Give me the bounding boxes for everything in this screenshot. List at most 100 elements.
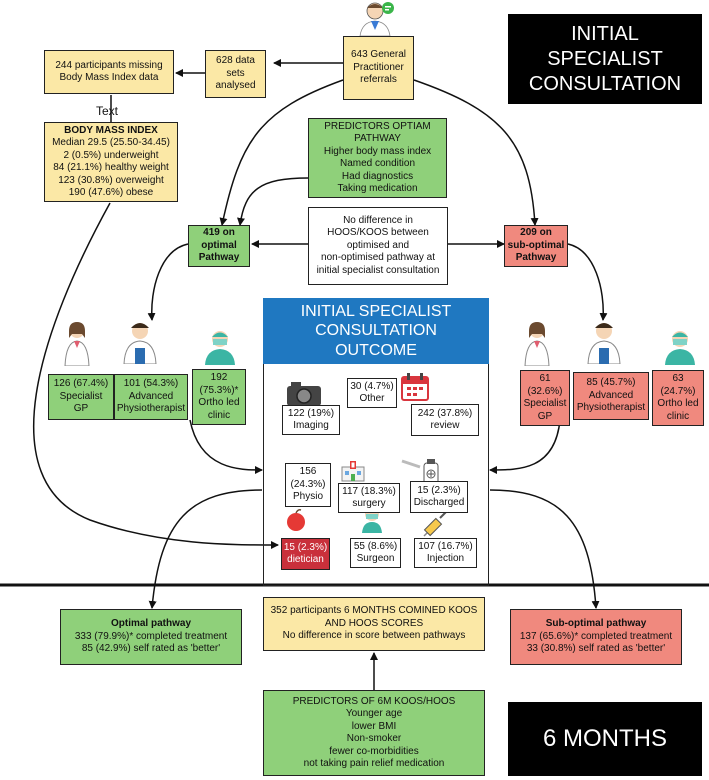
- arrow-bmi-dietician: [33, 202, 279, 549]
- suboptimal-pathway-6m-box: Sub-optimal pathway 137 (65.6%)* complet…: [510, 609, 682, 665]
- text-line: lower BMI: [351, 720, 397, 732]
- text-line: 628 data: [216, 55, 255, 67]
- surgery-box: 117 (18.3%) surgery: [338, 483, 400, 513]
- bmi-title: BODY MASS INDEX: [64, 124, 158, 136]
- text-line: review: [430, 420, 460, 431]
- text-line: Discharged: [413, 497, 465, 508]
- optimal-physio-box: 101 (54.3%) Advanced Physiotherapist: [114, 374, 188, 420]
- text-line: clinic: [207, 409, 231, 421]
- text-line: Injection: [426, 553, 465, 564]
- arrow-outcome-suboptimal6m: [489, 489, 600, 609]
- text-line: 244 participants missing: [55, 59, 163, 71]
- doctor-icon: [359, 2, 394, 36]
- arrow-outcome-optimal6m: [148, 489, 263, 609]
- other-box: 30 (4.7%) Other: [347, 378, 397, 408]
- text-line: 107 (16.7%): [418, 540, 473, 552]
- syringe-bottle-icon: [401, 459, 439, 486]
- text-line: 63: [672, 373, 684, 384]
- text-line: 15 (2.3%): [283, 541, 328, 553]
- initial-consultation-title: INITIAL SPECIALIST CONSULTATION: [508, 14, 702, 104]
- text-line: optimal: [201, 239, 237, 251]
- text-line: Ortho led: [198, 397, 240, 408]
- box-title: Sub-optimal pathway: [545, 618, 647, 630]
- text-line: HOOS/KOOS between: [327, 227, 429, 239]
- bmi-line: 2 (0.5%) underweight: [63, 149, 159, 161]
- camera-icon: [287, 382, 321, 406]
- header-line: CONSULTATION: [315, 322, 437, 340]
- bmi-line: 190 (47.6%) obese: [68, 187, 154, 198]
- physiotherapist-icon: [123, 323, 157, 364]
- text-line: PATHWAY: [354, 133, 401, 144]
- arrow-optroles-outcome: [189, 419, 263, 474]
- datasets-analysed-box: 628 data sets analysed: [205, 50, 266, 98]
- text-line: 192: [210, 372, 228, 383]
- text-line: non-optimised pathway at: [321, 252, 435, 264]
- bmi-box: BODY MASS INDEX Median 29.5 (25.50-34.45…: [44, 122, 178, 202]
- calendar-icon: [401, 373, 429, 401]
- text-line: GP: [537, 410, 553, 422]
- physiotherapist-icon: [587, 323, 621, 364]
- text-line: 419 on: [203, 227, 235, 239]
- text-line: 15 (2.3%): [417, 484, 461, 496]
- text-line: 85 (42.9%) self rated as 'better': [81, 643, 221, 655]
- text-line: Named condition: [339, 158, 416, 169]
- text-line: Physio: [292, 491, 323, 503]
- optimal-ortho-box: 192 (75.3%)* Ortho led clinic: [192, 369, 246, 425]
- dietician-box: 15 (2.3%) dietician: [281, 538, 330, 570]
- text-line: dietician: [287, 554, 324, 565]
- ortho-surgeon-icon: [205, 331, 235, 365]
- title-line: INITIAL: [571, 22, 639, 45]
- text-line: Physiotherapist: [116, 403, 186, 415]
- text-line: Surgeon: [356, 553, 395, 564]
- text-line: sub-optimal: [507, 239, 565, 251]
- text-line: (24.3%): [290, 478, 326, 490]
- text-line: Non-smoker: [346, 733, 402, 744]
- text-line: 126 (67.4%): [53, 378, 109, 390]
- suboptimal-physio-box: 85 (45.7%) Advanced Physiotherapist: [573, 372, 649, 420]
- text-line: not taking pain relief medication: [303, 758, 445, 769]
- text-line: 33 (30.8%) self rated as 'better': [526, 643, 666, 655]
- injection-box: 107 (16.7%) Injection: [414, 538, 477, 568]
- text-line: 101 (54.3%): [123, 378, 179, 390]
- text-line: clinic: [666, 410, 690, 422]
- arrow-subroles-outcome: [489, 419, 561, 474]
- text-line: fewer co-morbidities: [329, 745, 419, 757]
- review-box: 242 (37.8%) review: [411, 404, 479, 436]
- text-line: Other: [359, 393, 385, 404]
- text-line: 242 (37.8%): [417, 407, 473, 419]
- arrow-optimal-roles: [147, 243, 189, 321]
- text-line: optimised and: [346, 239, 410, 251]
- text-line: Younger age: [345, 708, 403, 719]
- text-line: 55 (8.6%): [353, 540, 398, 552]
- text-line: Higher body mass index: [323, 145, 432, 157]
- bmi-line: Median 29.5 (25.50-34.45): [52, 137, 170, 148]
- text-line: (75.3%)*: [199, 384, 239, 396]
- text-line: Specialist: [59, 390, 103, 402]
- text-line: No difference in score between pathways: [282, 630, 466, 642]
- text-line: 643 General: [350, 49, 407, 61]
- arrow-predictors-optimal: [237, 177, 309, 226]
- text-line: No difference in: [343, 214, 413, 226]
- optimal-specialist-gp-box: 126 (67.4%) Specialist GP: [48, 374, 114, 420]
- text-line: PREDICTORS OPTIAM: [324, 120, 431, 132]
- text-line: referrals: [360, 74, 397, 86]
- text-line: initial specialist consultation: [316, 264, 440, 276]
- predictors-6m-box: PREDICTORS OF 6M KOOS/HOOS Younger age l…: [263, 690, 485, 776]
- text-line: analysed: [215, 80, 256, 92]
- text-line: Had diagnostics: [341, 170, 414, 182]
- suboptimal-pathway-box: 209 on sub-optimal Pathway: [504, 225, 568, 267]
- text-line: (24.7%): [660, 385, 696, 397]
- text-line: GP: [73, 403, 89, 415]
- text-line: surgery: [352, 498, 386, 509]
- text-line: Pathway: [198, 252, 240, 264]
- header-line: OUTCOME: [335, 341, 417, 359]
- title-line: SPECIALIST: [547, 47, 663, 70]
- no-difference-box: No difference in HOOS/KOOS between optim…: [308, 207, 448, 285]
- apple-icon: [287, 509, 305, 531]
- combined-scores-box: 352 participants 6 MONTHS COMINED KOOS A…: [263, 597, 485, 651]
- outcome-header: INITIAL SPECIALIST CONSULTATION OUTCOME: [263, 298, 489, 364]
- suboptimal-specialist-gp-box: 61 (32.6%) Specialist GP: [520, 370, 570, 426]
- physio-box: 156 (24.3%) Physio: [285, 463, 331, 507]
- surgeon-box: 55 (8.6%) Surgeon: [350, 538, 401, 568]
- text-line: Practitioner: [353, 61, 404, 73]
